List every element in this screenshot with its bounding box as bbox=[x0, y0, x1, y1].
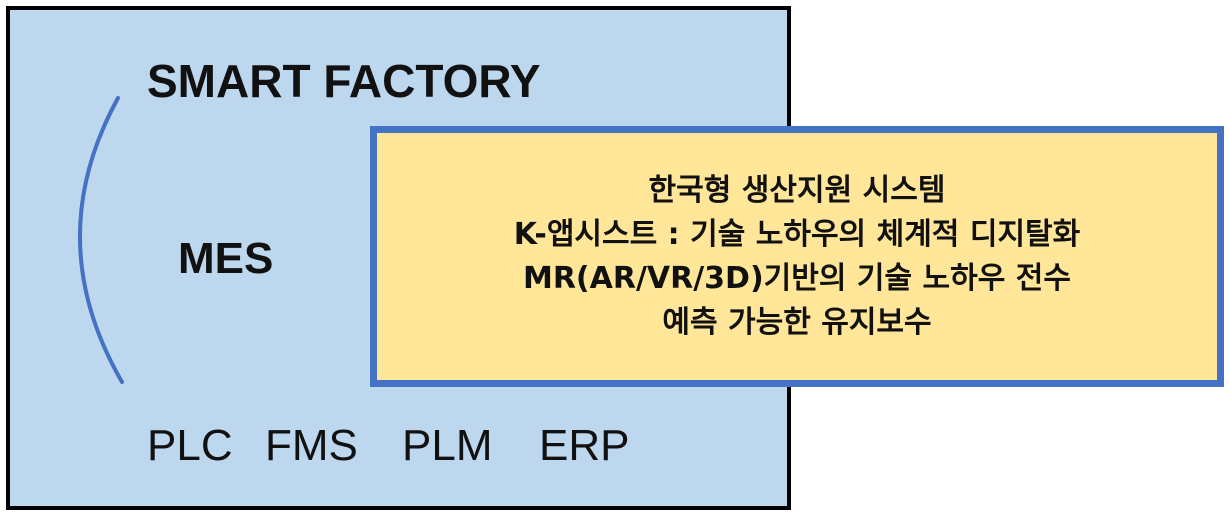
system-list: PLC FMS PLM ERP bbox=[147, 421, 629, 471]
system-item-fms: FMS bbox=[265, 421, 358, 470]
bracket-arc bbox=[78, 96, 124, 384]
callout-line: 예측 가능한 유지보수 bbox=[662, 304, 932, 340]
diagram-title: SMART FACTORY bbox=[147, 55, 541, 107]
system-item-plc: PLC bbox=[147, 421, 233, 470]
callout-line: 한국형 생산지원 시스템 bbox=[648, 172, 946, 208]
system-item-erp: ERP bbox=[539, 421, 630, 470]
callout-line: MR(AR/VR/3D)기반의 기술 노하우 전수 bbox=[522, 260, 1072, 296]
k-appsist-callout: 한국형 생산지원 시스템 K-앱시스트 : 기술 노하우의 체계적 디지탈화 M… bbox=[370, 126, 1224, 387]
system-item-plm: PLM bbox=[402, 421, 493, 470]
mes-label: MES bbox=[178, 234, 274, 283]
callout-line: K-앱시스트 : 기술 노하우의 체계적 디지탈화 bbox=[513, 216, 1081, 252]
